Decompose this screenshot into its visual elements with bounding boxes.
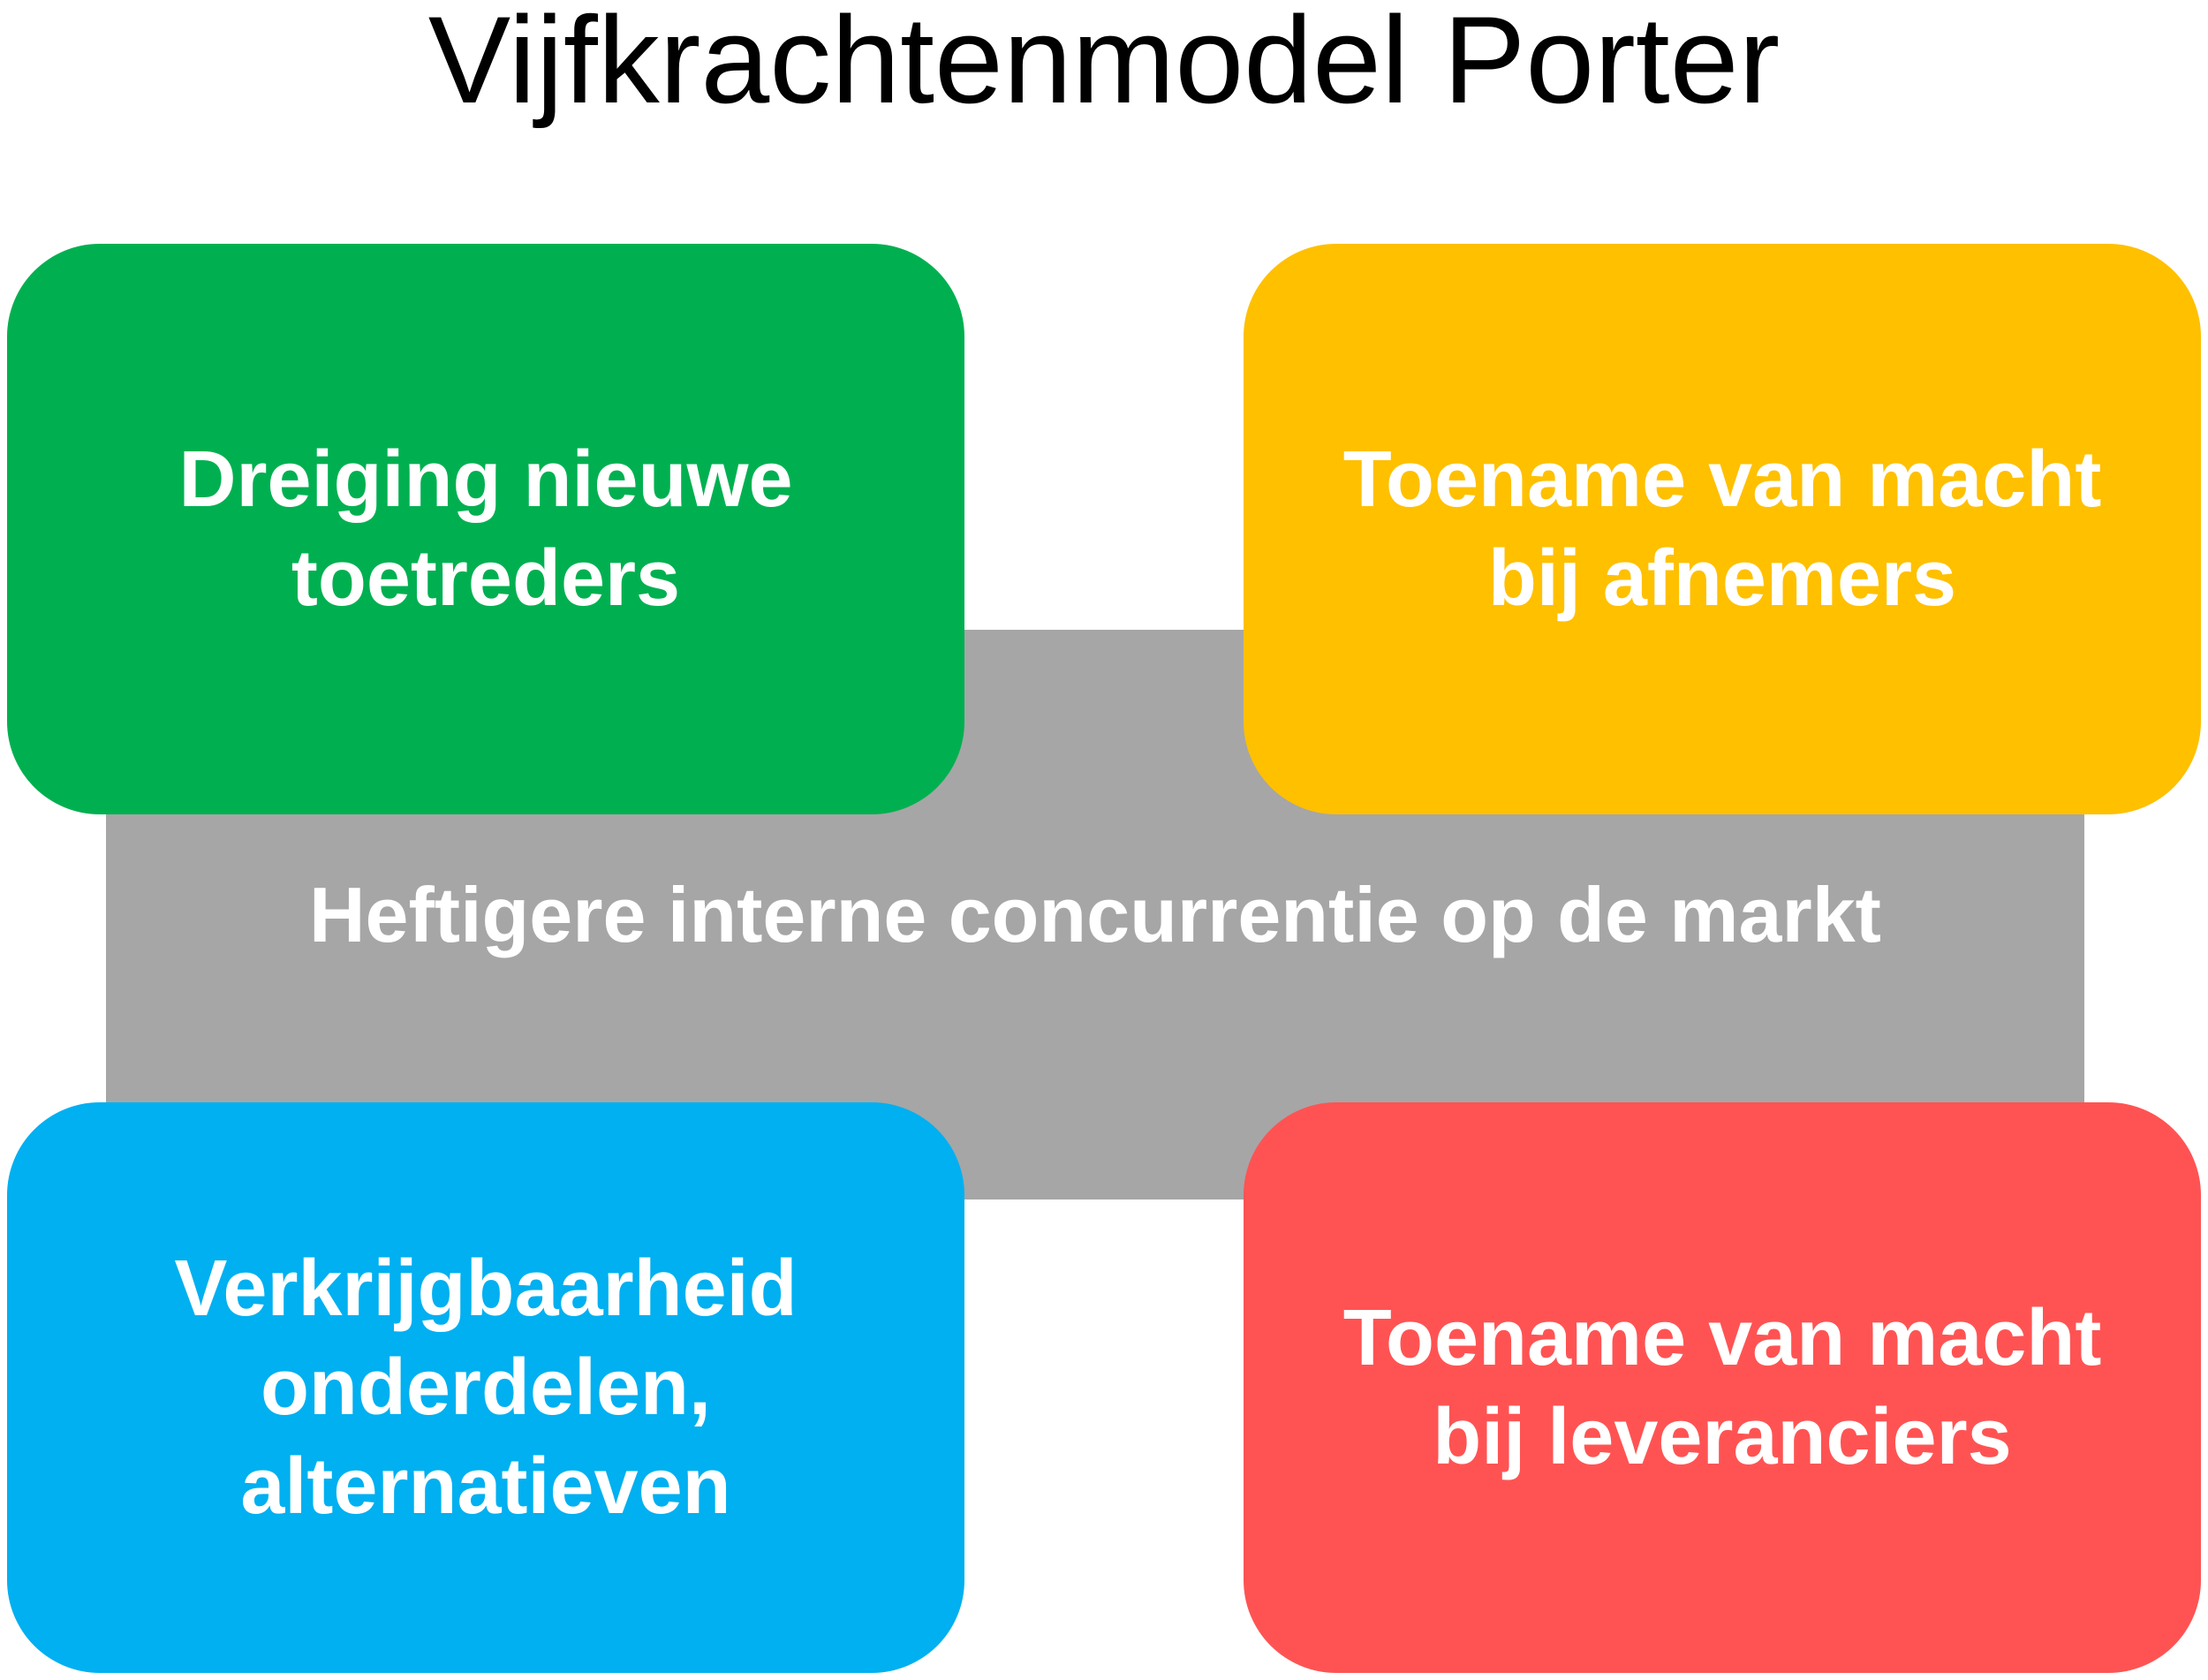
buyer-power-label: Toename van macht bij afnemers [1342,435,2102,623]
supplier-power-label: Toename van macht bij leveranciers [1342,1294,2102,1481]
substitutes-label: Verkrijgbaarheid onderdelen, alternatiev… [174,1245,798,1531]
new-entrants-box: Dreiging nieuwe toetreders [7,244,964,814]
new-entrants-label: Dreiging nieuwe toetreders [178,435,793,623]
buyer-power-box: Toename van macht bij afnemers [1244,244,2201,814]
substitutes-box: Verkrijgbaarheid onderdelen, alternatiev… [7,1102,964,1673]
internal-rivalry-label: Heftigere interne concurrentie op de mar… [309,870,1881,958]
supplier-power-box: Toename van macht bij leveranciers [1244,1102,2201,1673]
diagram-title: Vijfkrachtenmodel Porter [427,0,1781,129]
